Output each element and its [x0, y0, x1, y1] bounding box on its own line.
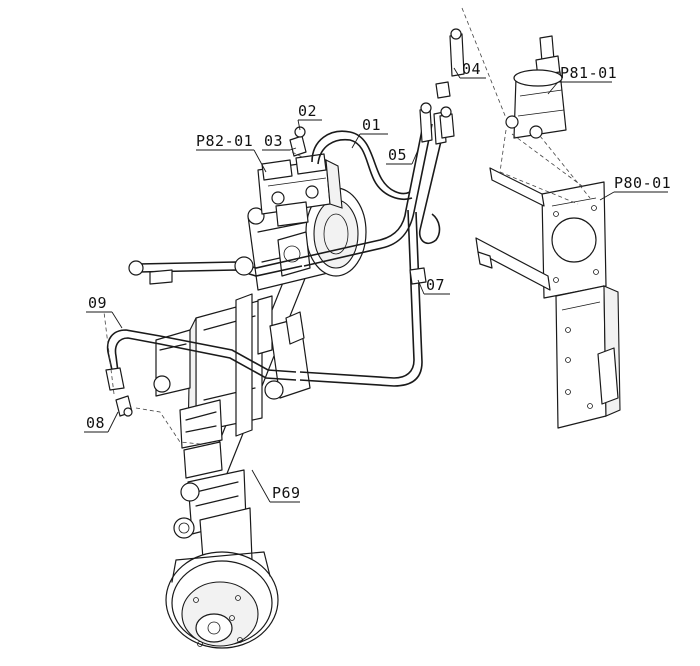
callout-01: 01	[362, 116, 381, 134]
callout-p81-01: P81-01	[560, 64, 617, 82]
cylinder-p81-01	[505, 35, 567, 139]
fitting-05-cluster	[419, 102, 455, 145]
fitting-02-03	[289, 126, 307, 157]
assembly-guide-lines	[103, 7, 591, 445]
fitting-07	[409, 267, 427, 285]
callout-05: 05	[388, 146, 407, 164]
callout-02: 02	[298, 102, 317, 120]
callout-p82-01: P82-01	[196, 132, 253, 150]
callout-leaders	[84, 67, 668, 503]
hydraulic-pipes	[105, 119, 447, 391]
fitting-08	[115, 395, 133, 417]
axle-assembly-p69	[153, 187, 367, 649]
callout-p69: P69	[272, 484, 301, 502]
callout-p80-01: P80-01	[614, 174, 671, 192]
callout-03: 03	[264, 132, 283, 150]
fitting-04	[435, 28, 465, 99]
callout-09: 09	[88, 294, 107, 312]
callout-labels: 01 02 03 04 05 07 08 09 P69 P80-01 P81-0…	[86, 60, 671, 502]
callout-04: 04	[462, 60, 481, 78]
bracket-plate-p80-01	[475, 167, 621, 429]
callout-08: 08	[86, 414, 105, 432]
callout-07: 07	[426, 276, 445, 294]
